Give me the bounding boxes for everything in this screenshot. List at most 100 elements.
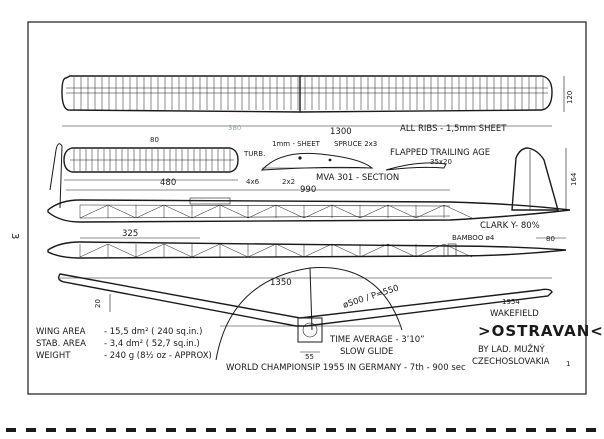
dihedral-label: 20 [94,299,102,308]
stabilizer-chord-label: 80 [150,136,159,144]
motor-stick-diagonal [247,243,277,258]
nose-block [297,317,323,343]
motor-stick-diagonal [359,243,389,258]
year-label: 1954 [502,298,520,306]
spruce-label: SPRUCE 2x3 [334,140,377,148]
perforation-mark [246,428,256,432]
perforation-mark [186,428,196,432]
motor-stick-diagonal [303,243,333,258]
perforation-mark [146,428,156,432]
stabilizer-ribs [73,149,231,171]
motor-stick-diagonal [331,243,361,258]
spec-label-1: STAB. AREA [36,339,86,349]
flapped-label: FLAPPED TRAILING AGE [390,148,490,158]
motor-stick-diagonal [443,243,473,258]
fuselage-diagonal [331,204,361,219]
fuselage-diagonal [135,204,165,219]
fuselage-diagonal [191,204,221,219]
perforation-mark [466,428,476,432]
motor-stick-diagonal [163,243,193,258]
spec-value-1: - 3,4 dm² ( 52,7 sq.in.) [104,339,200,349]
perforation-mark [266,428,276,432]
perforation-mark [166,428,176,432]
flapped-dim: 35x20 [430,158,452,166]
wing-plan: 1300 ALL RIBS - 1,5mm SHEET 380 120 [61,75,574,137]
perforation-mark [526,428,536,432]
perforation-mark [366,428,376,432]
slow-glide: SLOW GLIDE [340,347,393,357]
spec-value-0: - 15,5 dm² ( 240 sq.in.) [104,327,202,337]
perforation-mark [306,428,316,432]
fuselage-diagonal [163,204,193,219]
ribs-label: ALL RIBS - 1,5mm SHEET [400,124,507,134]
fuselage-diagonal [275,204,305,219]
motor-stick-diagonal [107,243,137,258]
fuselage-diagonal [79,204,109,219]
perforation-mark [86,428,96,432]
spec-value-2: - 240 g (8½ oz - APPROX) [104,351,212,361]
wing-faint-dimension: 380 [228,124,241,132]
motor-stick-diagonal [219,243,249,258]
motor-stick-diagonal [135,243,165,258]
fuselage-truss [79,204,473,219]
perforation-mark [226,428,236,432]
perforation-mark [6,428,16,432]
perforation-mark [426,428,436,432]
category-label: WAKEFIELD [490,309,539,319]
section-name: MVA 301 - SECTION [316,173,399,183]
front-span-label: 1350 [270,278,292,288]
stabilizer-plan: 480 80 [63,136,239,188]
fuselage-length-label: 990 [300,185,316,195]
motor-stick-truss [79,243,473,258]
perforation-mark [126,428,136,432]
perforation-strip [6,428,596,432]
stabilizer-span-label: 480 [160,178,176,188]
hub-label: 55 [305,353,314,361]
perforation-mark [506,428,516,432]
perforation-mark [446,428,456,432]
championship-line: WORLD CHAMPIONSIP 1955 IN GERMANY - 7th … [226,363,466,373]
sheet-label: 1mm - SHEET [272,140,321,148]
fuselage-diagonal [415,204,445,219]
fuselage-diagonal [303,204,333,219]
clark-label: CLARK Y- 80% [480,221,540,231]
motor-stick-diagonal [415,243,445,258]
fuselage-diagonal [359,204,389,219]
perforation-mark [346,428,356,432]
fuselage-diagonal [443,204,473,219]
perforation-mark [486,428,496,432]
country-label: CZECHOSLOVAKIA [472,357,550,367]
flapped-trailing-edge: FLAPPED TRAILING AGE 35x20 [385,148,490,171]
motor-stick-length-label: 325 [122,229,138,239]
spec-label-2: WEIGHT [36,351,71,361]
perforation-mark [286,428,296,432]
page-number: 3 [9,233,20,239]
fin-height-label: 164 [570,172,578,186]
fuselage-diagonal [247,204,277,219]
motor-stick-view: 325 BAMBOO ø4 80 [47,229,567,259]
spec-label-0: WING AREA [36,327,86,337]
author-label: BY LAD. MUŽNÝ [478,343,546,355]
perforation-mark [566,428,576,432]
drawing-border [27,21,587,395]
wing-span-label: 1300 [330,127,352,137]
perforation-mark [46,428,56,432]
model-name: >OSTRAVAN< [478,322,604,340]
wing-chord-label: 120 [566,91,574,104]
wing-ribs [73,77,544,110]
specs-block: WING AREA - 15,5 dm² ( 240 sq.in.) STAB.… [36,327,212,361]
motor-stick-diagonal [191,243,221,258]
fuselage-diagonal [219,204,249,219]
mark-label: 1 [566,360,570,368]
perforation-mark [26,428,36,432]
motor-stick-diagonal [387,243,417,258]
airfoil-section: TURB. 1mm - SHEET SPRUCE 2x3 4x6 2x2 MVA… [243,140,399,186]
perforation-mark [386,428,396,432]
fuselage-side-view: 990 CLARK Y- 80% [47,143,571,231]
section-dim-a: 4x6 [246,178,260,186]
perforation-mark [406,428,416,432]
perforation-mark [586,428,596,432]
bamboo-label: BAMBOO ø4 [452,234,495,242]
motor-stick-diagonal [275,243,305,258]
